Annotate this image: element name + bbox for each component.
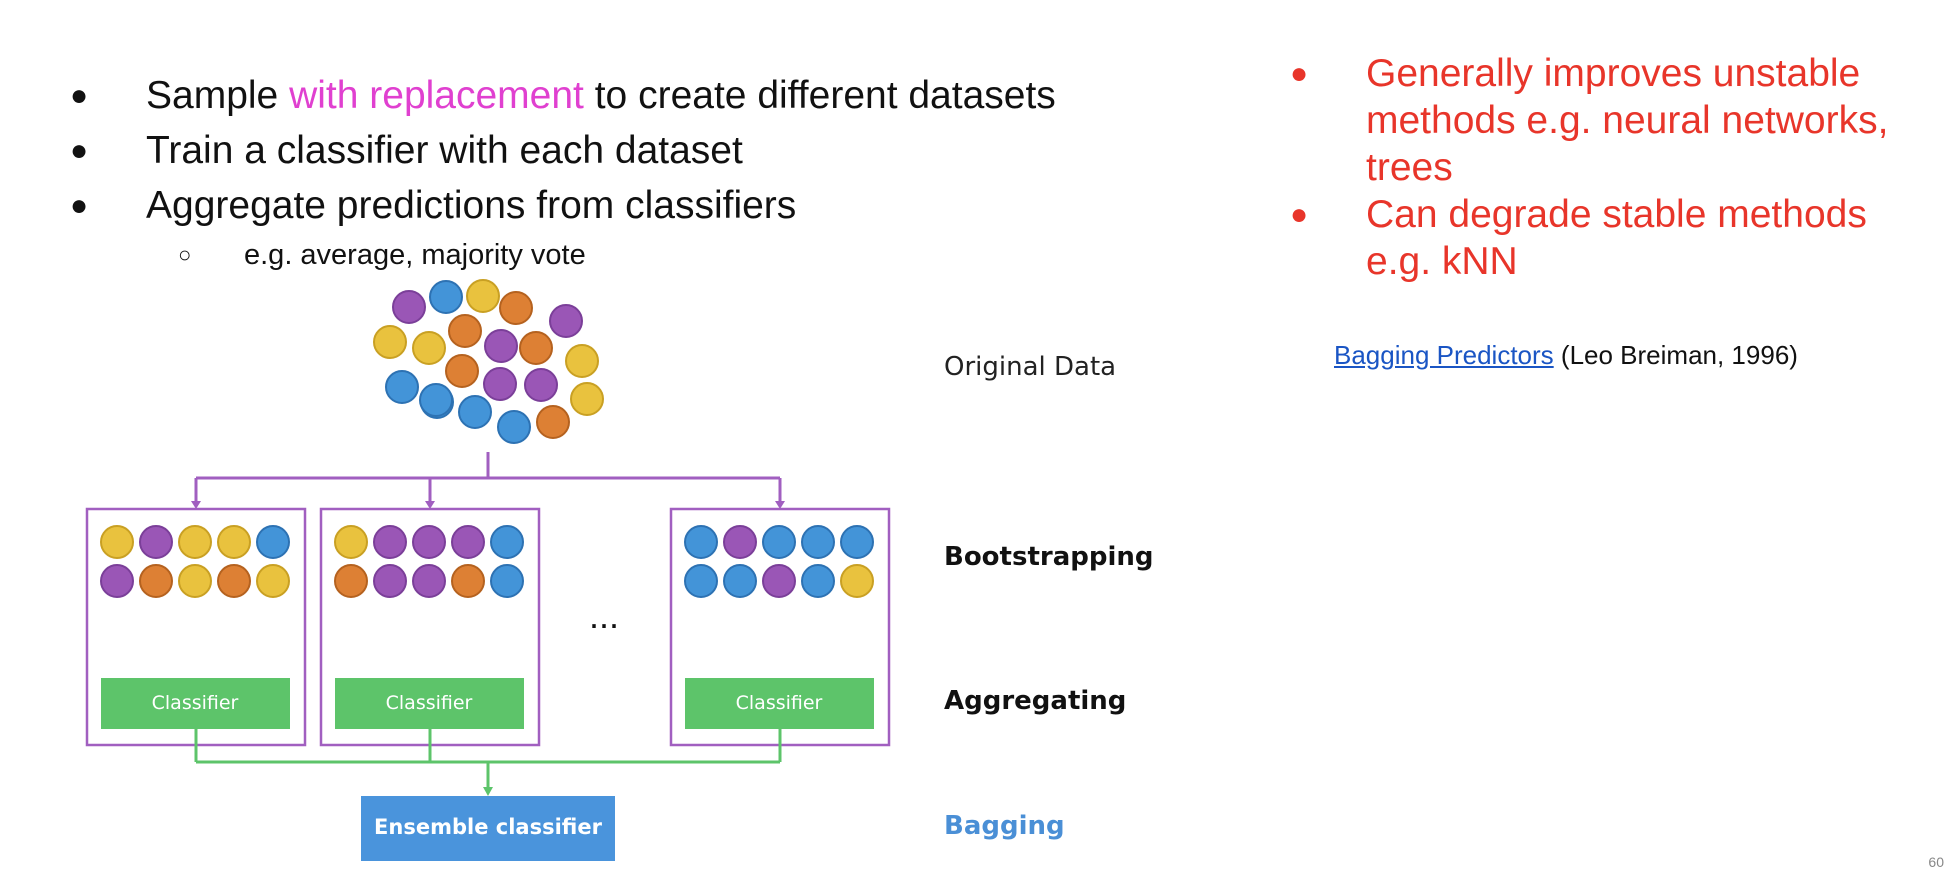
yellow-data-point (373, 325, 407, 359)
orange-data-point (499, 291, 533, 325)
yellow-data-point (256, 564, 290, 598)
ensemble-classifier-label: Ensemble classifier (374, 815, 603, 839)
hollow-circle-icon: ○ (178, 242, 192, 267)
bullet-item: ● Train a classifier with each dataset (70, 123, 1220, 178)
blue-data-point (490, 564, 524, 598)
purple-data-point (373, 525, 407, 559)
classifier-label: Classifier (386, 692, 473, 714)
stage-label-aggregating: Aggregating (944, 686, 1126, 716)
highlight-text: with replacement (289, 73, 584, 117)
blue-data-point (256, 525, 290, 559)
ellipsis: ... (589, 595, 619, 636)
blue-data-point (684, 564, 718, 598)
classifier-label: Classifier (152, 692, 239, 714)
page-number: 60 (1928, 854, 1944, 870)
stage-label-original: Original Data (944, 352, 1116, 382)
purple-data-point (412, 564, 446, 598)
purple-data-point (484, 329, 518, 363)
orange-data-point (519, 331, 553, 365)
original-data-cloud (373, 279, 604, 444)
bullet-item: ● Aggregate predictions from classifiers (70, 178, 1220, 233)
orange-data-point (217, 564, 251, 598)
orange-data-point (536, 405, 570, 439)
orange-data-point (334, 564, 368, 598)
yellow-data-point (178, 564, 212, 598)
right-point-text: Generally improves unstable methods e.g.… (1366, 52, 1889, 189)
yellow-data-point (217, 525, 251, 559)
yellow-data-point (565, 344, 599, 378)
yellow-data-point (412, 331, 446, 365)
stage-label-bagging: Bagging (944, 811, 1065, 841)
yellow-data-point (334, 525, 368, 559)
orange-data-point (445, 354, 479, 388)
aggregate-lines (194, 729, 782, 790)
right-point: ● Generally improves unstable methods e.… (1290, 50, 1930, 191)
purple-data-point (139, 525, 173, 559)
right-point-text: Can degrade stable methods e.g. kNN (1366, 193, 1867, 283)
bullet-list: ● Sample with replacement to create diff… (70, 68, 1220, 277)
blue-data-point (385, 370, 419, 404)
purple-data-point (373, 564, 407, 598)
classifier-label: Classifier (736, 692, 823, 714)
purple-data-point (723, 525, 757, 559)
blue-data-point (458, 395, 492, 429)
yellow-data-point (100, 525, 134, 559)
yellow-data-point (466, 279, 500, 313)
blue-data-point (723, 564, 757, 598)
purple-data-point (762, 564, 796, 598)
classifier-box (335, 678, 524, 729)
blue-data-point (490, 525, 524, 559)
blue-data-point (801, 564, 835, 598)
yellow-data-point (570, 382, 604, 416)
bullet-dot-icon: ● (1290, 198, 1309, 231)
right-points: ● Generally improves unstable methods e.… (1290, 50, 1930, 285)
bullet-dot-icon: ● (1290, 57, 1309, 90)
bootstrap-samples (100, 525, 874, 598)
blue-data-point (497, 410, 531, 444)
bullet-dot-icon: ● (70, 188, 89, 222)
blue-data-point (429, 280, 463, 314)
blue-data-point (684, 525, 718, 559)
reference-text: (Leo Breiman, 1996) (1553, 340, 1798, 370)
yellow-data-point (178, 525, 212, 559)
purple-data-point (100, 564, 134, 598)
blue-data-point (419, 383, 453, 417)
yellow-data-point (840, 564, 874, 598)
reference: Bagging Predictors (Leo Breiman, 1996) (1334, 340, 1798, 371)
purple-data-point (524, 368, 558, 402)
right-point: ● Can degrade stable methods e.g. kNN (1290, 191, 1930, 285)
ensemble-classifier-box (361, 796, 615, 861)
bullet-dot-icon: ● (70, 133, 89, 167)
orange-data-point (451, 564, 485, 598)
orange-data-point (139, 564, 173, 598)
classifier-box (101, 678, 290, 729)
bullet-text: Train a classifier with each dataset (146, 128, 743, 172)
stage-label-bootstrapping: Bootstrapping (944, 542, 1154, 572)
orange-data-point (448, 314, 482, 348)
purple-data-point (451, 525, 485, 559)
purple-data-point (549, 304, 583, 338)
purple-data-point (392, 290, 426, 324)
blue-data-point (801, 525, 835, 559)
bullet-item: ● Sample with replacement to create diff… (70, 68, 1220, 123)
blue-data-point (762, 525, 796, 559)
sub-bullet-item: ○ e.g. average, majority vote (70, 233, 1220, 277)
sub-bullet-text: e.g. average, majority vote (244, 238, 586, 271)
purple-data-point (483, 367, 517, 401)
bullet-text: Aggregate predictions from classifiers (146, 183, 797, 227)
purple-data-point (412, 525, 446, 559)
blue-data-point (840, 525, 874, 559)
branch-lines (194, 452, 782, 505)
reference-link[interactable]: Bagging Predictors (1334, 340, 1554, 370)
bullet-dot-icon: ● (70, 78, 89, 112)
bullet-text: Sample with replacement to create differ… (146, 73, 1056, 117)
classifier-box (685, 678, 874, 729)
